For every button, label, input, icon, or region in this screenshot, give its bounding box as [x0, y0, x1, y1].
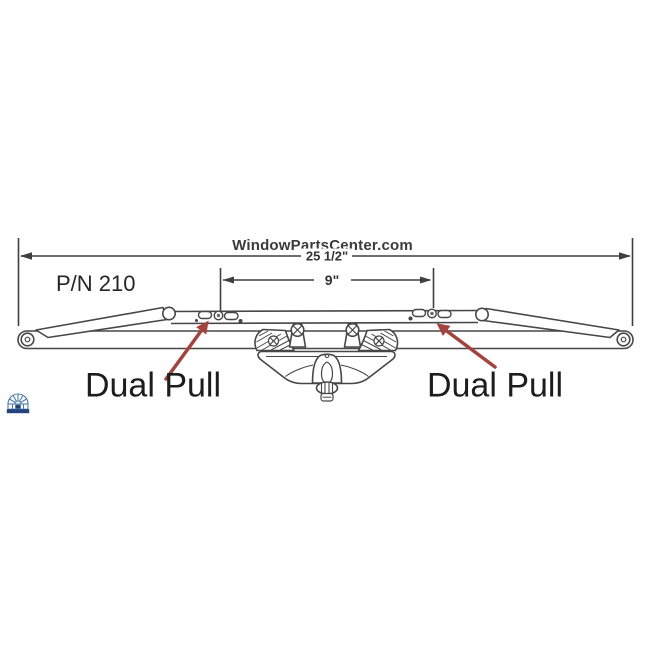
overall-width-dimension-label: 25 1/2" — [301, 248, 353, 264]
housing-right-ridge — [340, 364, 369, 377]
left-screw-cross-b — [292, 324, 303, 336]
arrowhead-left-icon — [20, 252, 32, 260]
left-arm-tube-end — [162, 306, 177, 321]
part-number-label: P/N 210 — [56, 271, 136, 296]
left-dual-pull-label: Dual Pull — [84, 366, 222, 405]
housing-left-ridge — [285, 364, 314, 377]
arrowhead-9-left-icon — [222, 276, 234, 284]
worm-gear-teeth — [320, 382, 334, 394]
dimension-lines — [17, 238, 634, 326]
right-link-slot-b — [437, 309, 452, 319]
crank-bell-apex-dot — [324, 353, 330, 359]
worm-gear — [315, 381, 339, 395]
logo-center-pane — [15, 404, 21, 409]
left-callout-arrowhead-icon — [196, 320, 209, 335]
left-link-slot-a — [197, 310, 213, 320]
windowpartscenter-logo-icon — [6, 393, 30, 414]
right-pivot — [616, 332, 631, 347]
right-link-pivot-dot — [430, 311, 434, 316]
right-link-rivet — [408, 316, 413, 321]
right-dual-pull-label: Dual Pull — [426, 366, 564, 405]
arrowhead-right-icon — [619, 252, 631, 260]
right-callout-arrow — [444, 328, 497, 369]
operator-housing — [254, 322, 399, 402]
mounting-bar — [17, 330, 634, 350]
pull-bar-bottom-edge — [170, 321, 479, 325]
right-dual-pull-link — [408, 308, 452, 321]
logo-base-band — [6, 409, 30, 414]
dimension-arrowheads — [20, 252, 631, 284]
right-wing-screw-cross-b — [375, 337, 383, 345]
right-callout-arrowhead-icon — [436, 323, 451, 336]
site-watermark-title: WindowPartsCenter.com — [232, 237, 413, 254]
left-wing-screw-cross-b — [269, 337, 278, 345]
operator-mechanism — [17, 306, 634, 402]
right-arm-tube-end — [474, 307, 489, 322]
right-pivot-hole — [620, 336, 627, 343]
left-pivot-hole — [24, 336, 31, 343]
left-link-rivet — [238, 319, 243, 323]
right-screw-cross-b — [347, 324, 358, 336]
pull-bar-top-edge — [170, 309, 479, 313]
left-dual-pull-link — [195, 310, 243, 323]
left-link-pivot-dot — [216, 313, 221, 318]
left-pivot — [20, 332, 35, 347]
pull-spacing-dimension-label: 9" — [320, 272, 344, 288]
left-link-rivet-small — [195, 319, 198, 322]
arrowhead-9-right-icon — [420, 276, 432, 284]
left-callout-arrow — [164, 328, 204, 381]
crank-bell — [311, 353, 343, 384]
callout-arrows — [164, 320, 497, 381]
left-link-slot-b — [223, 311, 239, 321]
right-link-slot-a — [411, 308, 427, 318]
